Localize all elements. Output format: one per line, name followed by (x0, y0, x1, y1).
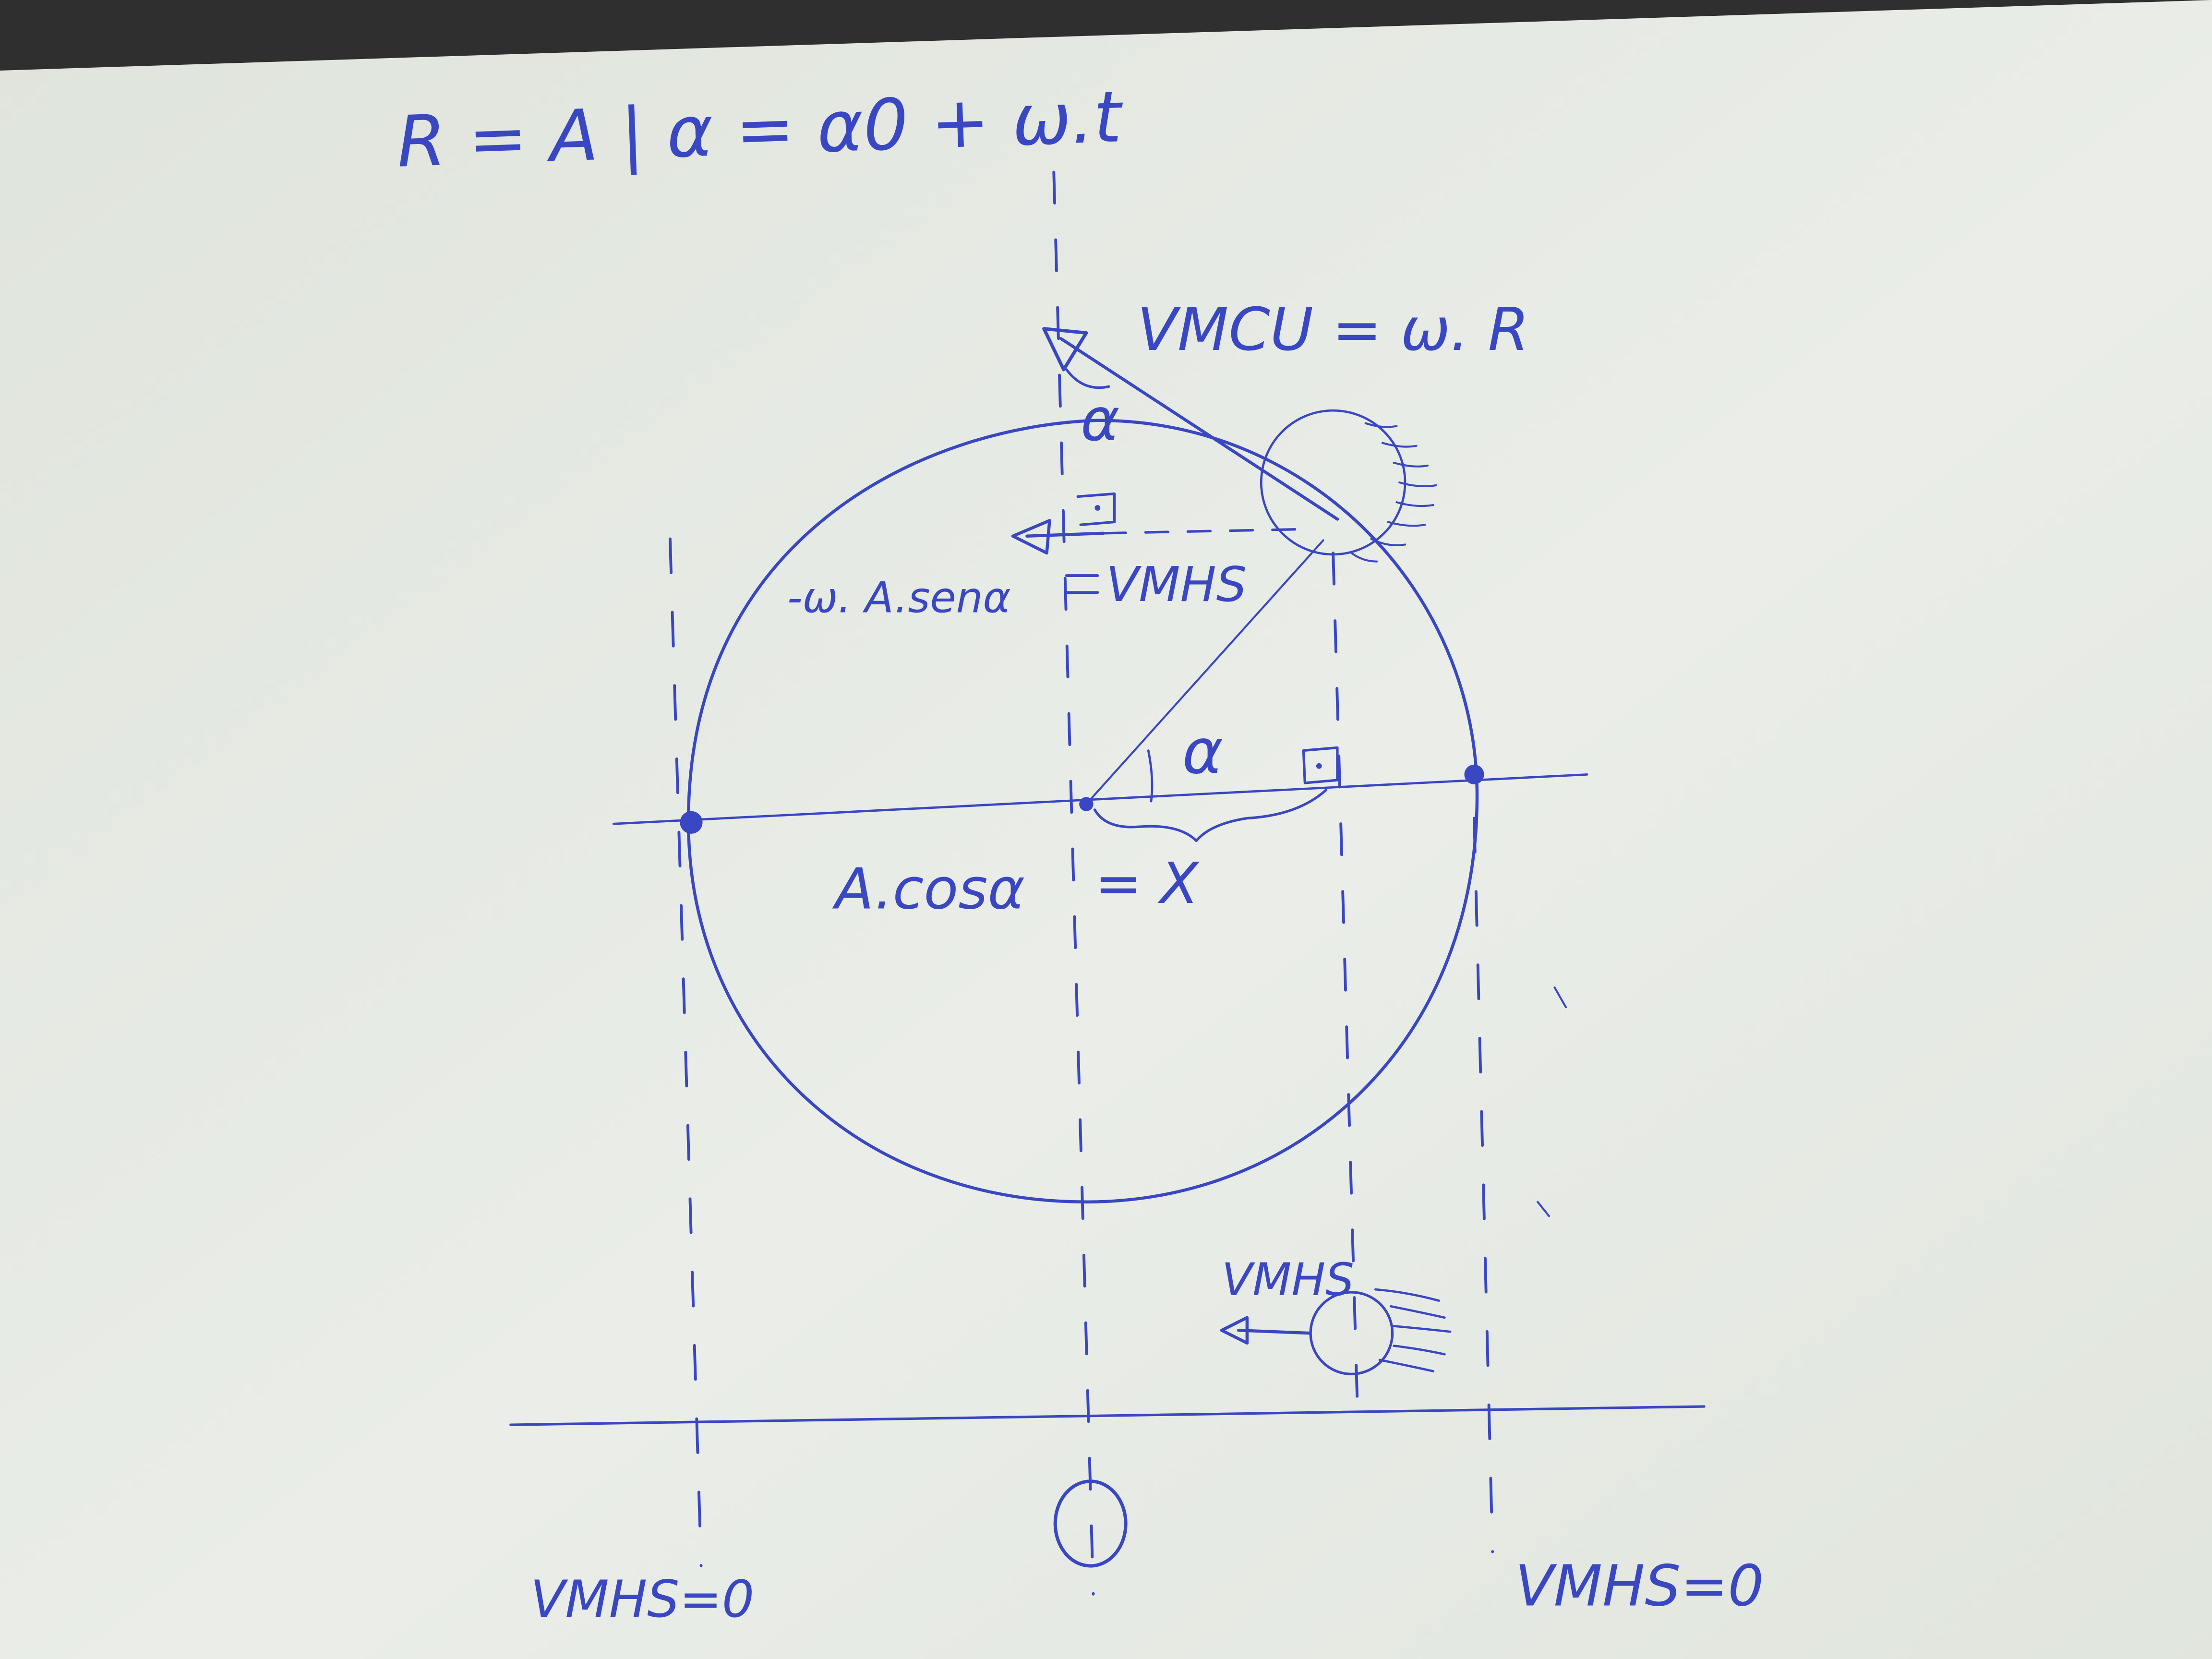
radius-line (1085, 539, 1324, 805)
tangent-arrowhead (1042, 327, 1088, 372)
right-extreme-point (1464, 764, 1484, 784)
baseline (509, 1405, 1706, 1426)
mhs-ball-motion-lines (1374, 1288, 1452, 1372)
displacement-brace (1093, 789, 1328, 842)
left-extreme-velocity-label: VMHS=0 (530, 1570, 754, 1629)
mhs-velocity-arrow (1237, 1329, 1311, 1335)
equals-x-label: = X (1094, 851, 1200, 916)
reference-circle (686, 419, 1479, 1204)
center-angle-arc (1147, 749, 1154, 803)
top-angle-label: α (1081, 385, 1119, 455)
horizontal-arrowhead (1011, 519, 1051, 555)
rotating-ball-motion-lines (1350, 422, 1437, 563)
right-angle-marker-axis (1302, 746, 1339, 784)
displacement-label: A.cosα (832, 856, 1025, 922)
right-extreme-dashed-line (1473, 817, 1494, 1553)
sin-velocity-label: -ω. A.senα (787, 573, 1011, 622)
projection-dashed-line (1332, 552, 1359, 1398)
stray-mark-2 (1537, 1201, 1550, 1217)
horizontal-axis (613, 773, 1588, 825)
left-extreme-point (680, 811, 703, 834)
top-angle-arc (1065, 368, 1110, 389)
stray-mark-1 (1553, 986, 1567, 1009)
horizontal-velocity-arrow (1025, 531, 1105, 538)
tangent-velocity-vector (1059, 337, 1339, 521)
right-angle-dot-axis (1316, 763, 1322, 769)
center-angle-label: α (1182, 716, 1223, 788)
left-extreme-dashed-line (668, 537, 703, 1567)
mhs-arrowhead (1220, 1316, 1249, 1345)
horizontal-projection-dashed (1102, 528, 1313, 535)
right-angle-dot-top (1094, 505, 1101, 511)
right-extreme-velocity-label: VMHS=0 (1515, 1553, 1764, 1619)
mcu-velocity-label: VMCU = ω. R (1137, 295, 1529, 364)
mhs-velocity-label: VMHS (1106, 556, 1247, 613)
mhs-ball-label: VMHS (1222, 1254, 1354, 1306)
right-angle-marker-top (1076, 492, 1116, 526)
rotating-ball (1260, 409, 1407, 556)
phase-symbol (1053, 1479, 1128, 1568)
center-point (1079, 797, 1094, 811)
